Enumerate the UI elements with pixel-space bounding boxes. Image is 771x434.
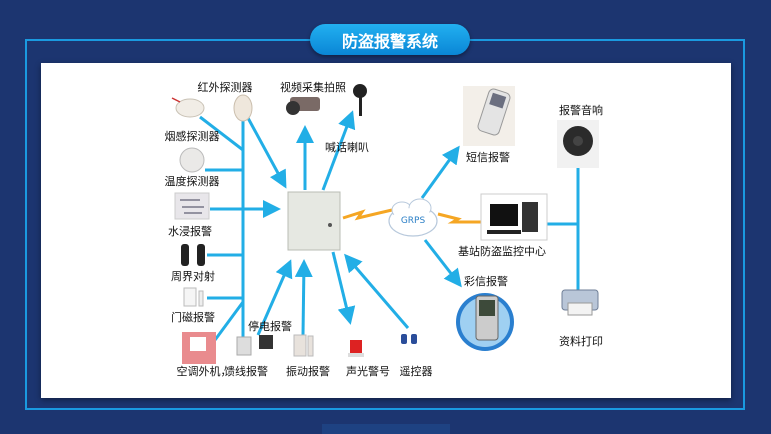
label-mms: 彩信报警 (464, 275, 508, 288)
temperature-detector-icon (179, 147, 205, 173)
label-vibration: 振动报警 (286, 365, 330, 378)
perimeter-beam-icon (181, 244, 205, 266)
infrared-arrow (246, 117, 287, 189)
remote-arrow (344, 253, 410, 329)
door-contact-icon (183, 287, 204, 307)
smoke-detector-icon (171, 97, 205, 118)
infrared-detector-icon (233, 94, 253, 122)
aircon-icon (182, 332, 216, 364)
loudspeaker-icon (353, 84, 367, 116)
label-aircon: 空调外机， (176, 365, 232, 378)
remote-icon (401, 334, 417, 344)
smoke-link (199, 115, 244, 152)
label-siren: 声光警号 (346, 365, 390, 378)
vibration-arrow (294, 259, 313, 336)
lightning-left (342, 208, 393, 221)
feeder-icon (236, 335, 273, 356)
alarm-speaker-icon (557, 120, 599, 168)
lightning-right (437, 212, 482, 224)
label-monitor-center: 基站防盗监控中心 (458, 245, 546, 258)
aircon-link (213, 301, 245, 341)
water-sensor-icon (174, 192, 210, 220)
sms-phone-icon (463, 86, 515, 146)
label-remote: 遥控器 (399, 365, 433, 378)
label-feeder: 馈线报警 (224, 365, 268, 378)
computer-icon (480, 193, 548, 241)
label-loudspeaker: 喊话喇叭 (325, 141, 369, 154)
label-smoke: 烟感探测器 (164, 130, 220, 143)
speaker-arrow (321, 110, 356, 191)
label-camera: 视频采集拍照 (280, 81, 346, 94)
alarm-host-box (287, 191, 341, 251)
label-water: 水浸报警 (168, 225, 212, 238)
siren-icon (348, 340, 364, 357)
label-alarm-sound: 报警音响 (559, 104, 603, 117)
printer-icon (561, 289, 599, 316)
label-temperature: 温度探测器 (164, 175, 220, 188)
cloud-icon (388, 198, 438, 237)
label-power-failure: 停电报警 (248, 320, 292, 333)
mms-arrow (423, 239, 462, 288)
mms-phone-icon (456, 293, 514, 351)
label-sms: 短信报警 (466, 151, 510, 164)
label-door: 门磁报警 (171, 311, 215, 324)
diagram-panel (41, 63, 731, 398)
feeder-arrow (256, 259, 293, 336)
bottom-tab (322, 424, 450, 434)
sms-arrow (420, 145, 460, 199)
siren-arrow (331, 251, 356, 325)
vibration-sensor-icon (293, 334, 314, 357)
cloud-label: GRPS (400, 216, 426, 226)
page-title: 防盗报警系统 (310, 24, 470, 55)
camera-icon (286, 97, 320, 115)
label-perimeter: 周界对射 (171, 270, 215, 283)
label-print: 资料打印 (559, 335, 603, 348)
label-infrared: 红外探测器 (197, 81, 253, 94)
